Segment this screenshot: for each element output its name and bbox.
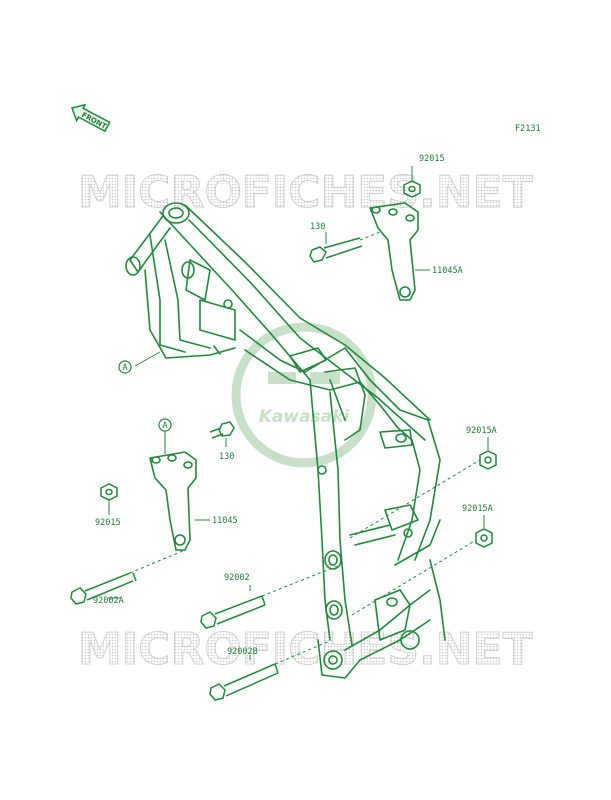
label-92015a-upper: 92015A	[466, 426, 497, 436]
label-92015-top: 92015	[419, 154, 445, 164]
bolt-92002	[200, 595, 266, 629]
watermark-top: MICROFICHES.NET	[78, 167, 533, 218]
nut-92015a-lower	[475, 528, 493, 548]
bolt-92002b	[209, 663, 279, 701]
callout-a-upper-letter: A	[122, 363, 127, 373]
label-130-mid: 130	[219, 452, 234, 462]
nut-92015-left	[100, 483, 118, 501]
bolt-130-top	[309, 237, 363, 263]
leader-lines	[108, 166, 489, 665]
frame-drawing	[125, 202, 446, 679]
callout-a-lower: A	[158, 418, 172, 432]
bolt-92002a	[70, 572, 137, 605]
label-92015-left: 92015	[95, 518, 121, 528]
bracket-11045	[149, 451, 197, 551]
label-92002: 92002	[224, 573, 250, 583]
label-11045a: 11045A	[432, 266, 463, 276]
kawasaki-logo: Kawasaki	[231, 322, 377, 468]
callout-a-lower-letter: A	[162, 421, 167, 431]
callout-a-upper: A	[118, 360, 132, 374]
figure-code: F2131	[515, 124, 541, 134]
label-92015a-lower: 92015A	[462, 504, 493, 514]
bolt-130-mid	[209, 421, 235, 439]
label-92002a: 92002A	[93, 596, 124, 606]
label-92002b: 92002B	[227, 647, 258, 657]
bracket-11045a	[369, 202, 419, 301]
watermark-bottom: MICROFICHES.NET	[78, 624, 533, 675]
logo-text: Kawasaki	[259, 407, 351, 427]
front-arrow-icon: FRONT	[71, 103, 111, 133]
label-11045: 11045	[212, 516, 238, 526]
nut-92015a-upper	[479, 450, 497, 470]
label-130-top: 130	[310, 222, 325, 232]
